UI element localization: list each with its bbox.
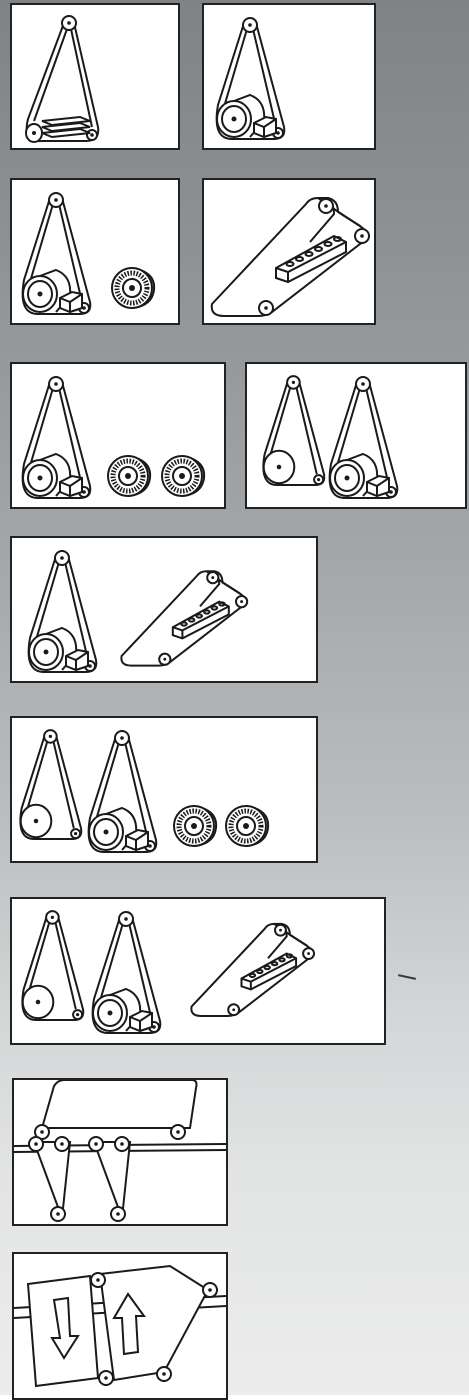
panel-6-drawing (247, 364, 465, 507)
pulley-axle (176, 1130, 180, 1134)
panel-conveyor-twin-heads (12, 1078, 228, 1226)
wheel-hub (104, 830, 109, 835)
pulley-axle (208, 1288, 212, 1292)
panel-4-drawing (204, 180, 374, 323)
drum-hub (34, 819, 39, 824)
pulley-axle (240, 600, 243, 603)
pulley-axle (96, 1278, 100, 1282)
conveyor-belt (42, 1080, 197, 1128)
wheel-hub (38, 292, 43, 297)
pulley-axle (60, 1142, 64, 1146)
panel-two-grinders-two-brushes (10, 716, 318, 863)
pulley-axle (264, 306, 268, 310)
belt-grinder-with-contact-wheel (330, 377, 398, 498)
brush-roll (162, 456, 204, 496)
pulley-axle (67, 21, 71, 25)
brush-hub (125, 473, 131, 479)
panel-3-drawing (12, 180, 178, 323)
brush-hub (191, 823, 197, 829)
wheel-hub (44, 650, 49, 655)
pulley-axle (360, 234, 364, 238)
brush-hub (243, 823, 249, 829)
wheel-hub (108, 1011, 113, 1016)
brush-hub (129, 285, 135, 291)
belt-grinder (20, 730, 81, 839)
panel-wide-belt-unit (202, 178, 376, 325)
drum-hub (277, 465, 282, 470)
panel-belt-grinder-part-stack (10, 3, 180, 150)
wide-belt-unit-with-workpiece (121, 571, 247, 665)
panel-2-drawing (204, 5, 374, 148)
belt-grinder-with-part-stack (26, 16, 98, 142)
pulley-axle (211, 576, 214, 579)
pulley-axle (361, 382, 365, 386)
belt-grinder-with-contact-wheel (89, 731, 157, 852)
brush-roll (226, 806, 268, 846)
pulley-axle (317, 478, 320, 481)
pulley-axle (60, 556, 64, 560)
pulley-axle (324, 204, 328, 208)
panel-5-drawing (12, 364, 224, 507)
pulley-axle (49, 735, 52, 738)
pulley-axle (34, 1142, 38, 1146)
wheel-hub (345, 476, 350, 481)
brush-hub (179, 473, 185, 479)
head-belt (94, 1142, 130, 1218)
panel-1-drawing (12, 5, 178, 148)
twin-belt-heads (29, 1137, 130, 1221)
pulley-axle (162, 1372, 166, 1376)
pulley-axle (40, 1130, 44, 1134)
panel-8-drawing (12, 718, 316, 861)
belt-grinder-with-contact-wheel (23, 193, 91, 314)
pulley-axle (90, 133, 94, 137)
pulley-axle (54, 198, 58, 202)
wheel-hub (38, 476, 43, 481)
belt-grinder-with-contact-wheel (217, 18, 285, 139)
oscillating-belt-heads (28, 1266, 217, 1386)
panel-grinder-and-wide-belt (10, 536, 318, 683)
belt-grinder-with-contact-wheel (29, 551, 97, 672)
panel-9-drawing (12, 899, 384, 1043)
roller-hub (32, 131, 36, 135)
panel-grinder-and-brush (10, 178, 180, 325)
pulley-axle (307, 952, 310, 955)
pulley-axle (76, 1013, 79, 1016)
belt-grinder (263, 376, 324, 485)
pulley-axle (54, 382, 58, 386)
brush-roll (112, 268, 154, 308)
panel-grinder-two-brushes (10, 362, 226, 509)
panel-11-drawing (14, 1254, 226, 1398)
belt-grinder-with-contact-wheel (93, 912, 161, 1033)
pulley-axle (292, 381, 295, 384)
pulley-axle (104, 1376, 108, 1380)
panel-two-belt-grinders (245, 362, 467, 509)
panel-two-grinders-wide-belt (10, 897, 386, 1045)
wide-belt-unit-with-workpiece (212, 198, 369, 316)
pulley-axle (120, 736, 124, 740)
pulley-axle (163, 658, 166, 661)
belt-grinder (22, 911, 83, 1020)
wide-belt-unit-with-workpiece (191, 924, 314, 1016)
panel-10-drawing (14, 1080, 226, 1224)
pulley-axle (74, 832, 77, 835)
pulley-axle (116, 1212, 120, 1216)
drum-hub (36, 1000, 41, 1005)
pulley-axle (248, 23, 252, 27)
wheel-hub (232, 117, 237, 122)
belt-grinder-with-contact-wheel (23, 377, 91, 498)
pulley-axle (124, 917, 128, 921)
head-belt (34, 1142, 70, 1218)
pulley-axle (232, 1008, 235, 1011)
pulley-axle (51, 916, 54, 919)
panel-conveyor-oscillating-heads (12, 1252, 228, 1400)
pulley-axle (56, 1212, 60, 1216)
panel-7-drawing (12, 538, 316, 681)
pulley-axle (120, 1142, 124, 1146)
pulley-axle (94, 1142, 98, 1146)
panel-belt-grinder-contact-wheel (202, 3, 376, 150)
pulley-axle (279, 929, 282, 932)
brush-roll (174, 806, 216, 846)
brush-roll (108, 456, 150, 496)
head-belt-right (100, 1266, 208, 1380)
